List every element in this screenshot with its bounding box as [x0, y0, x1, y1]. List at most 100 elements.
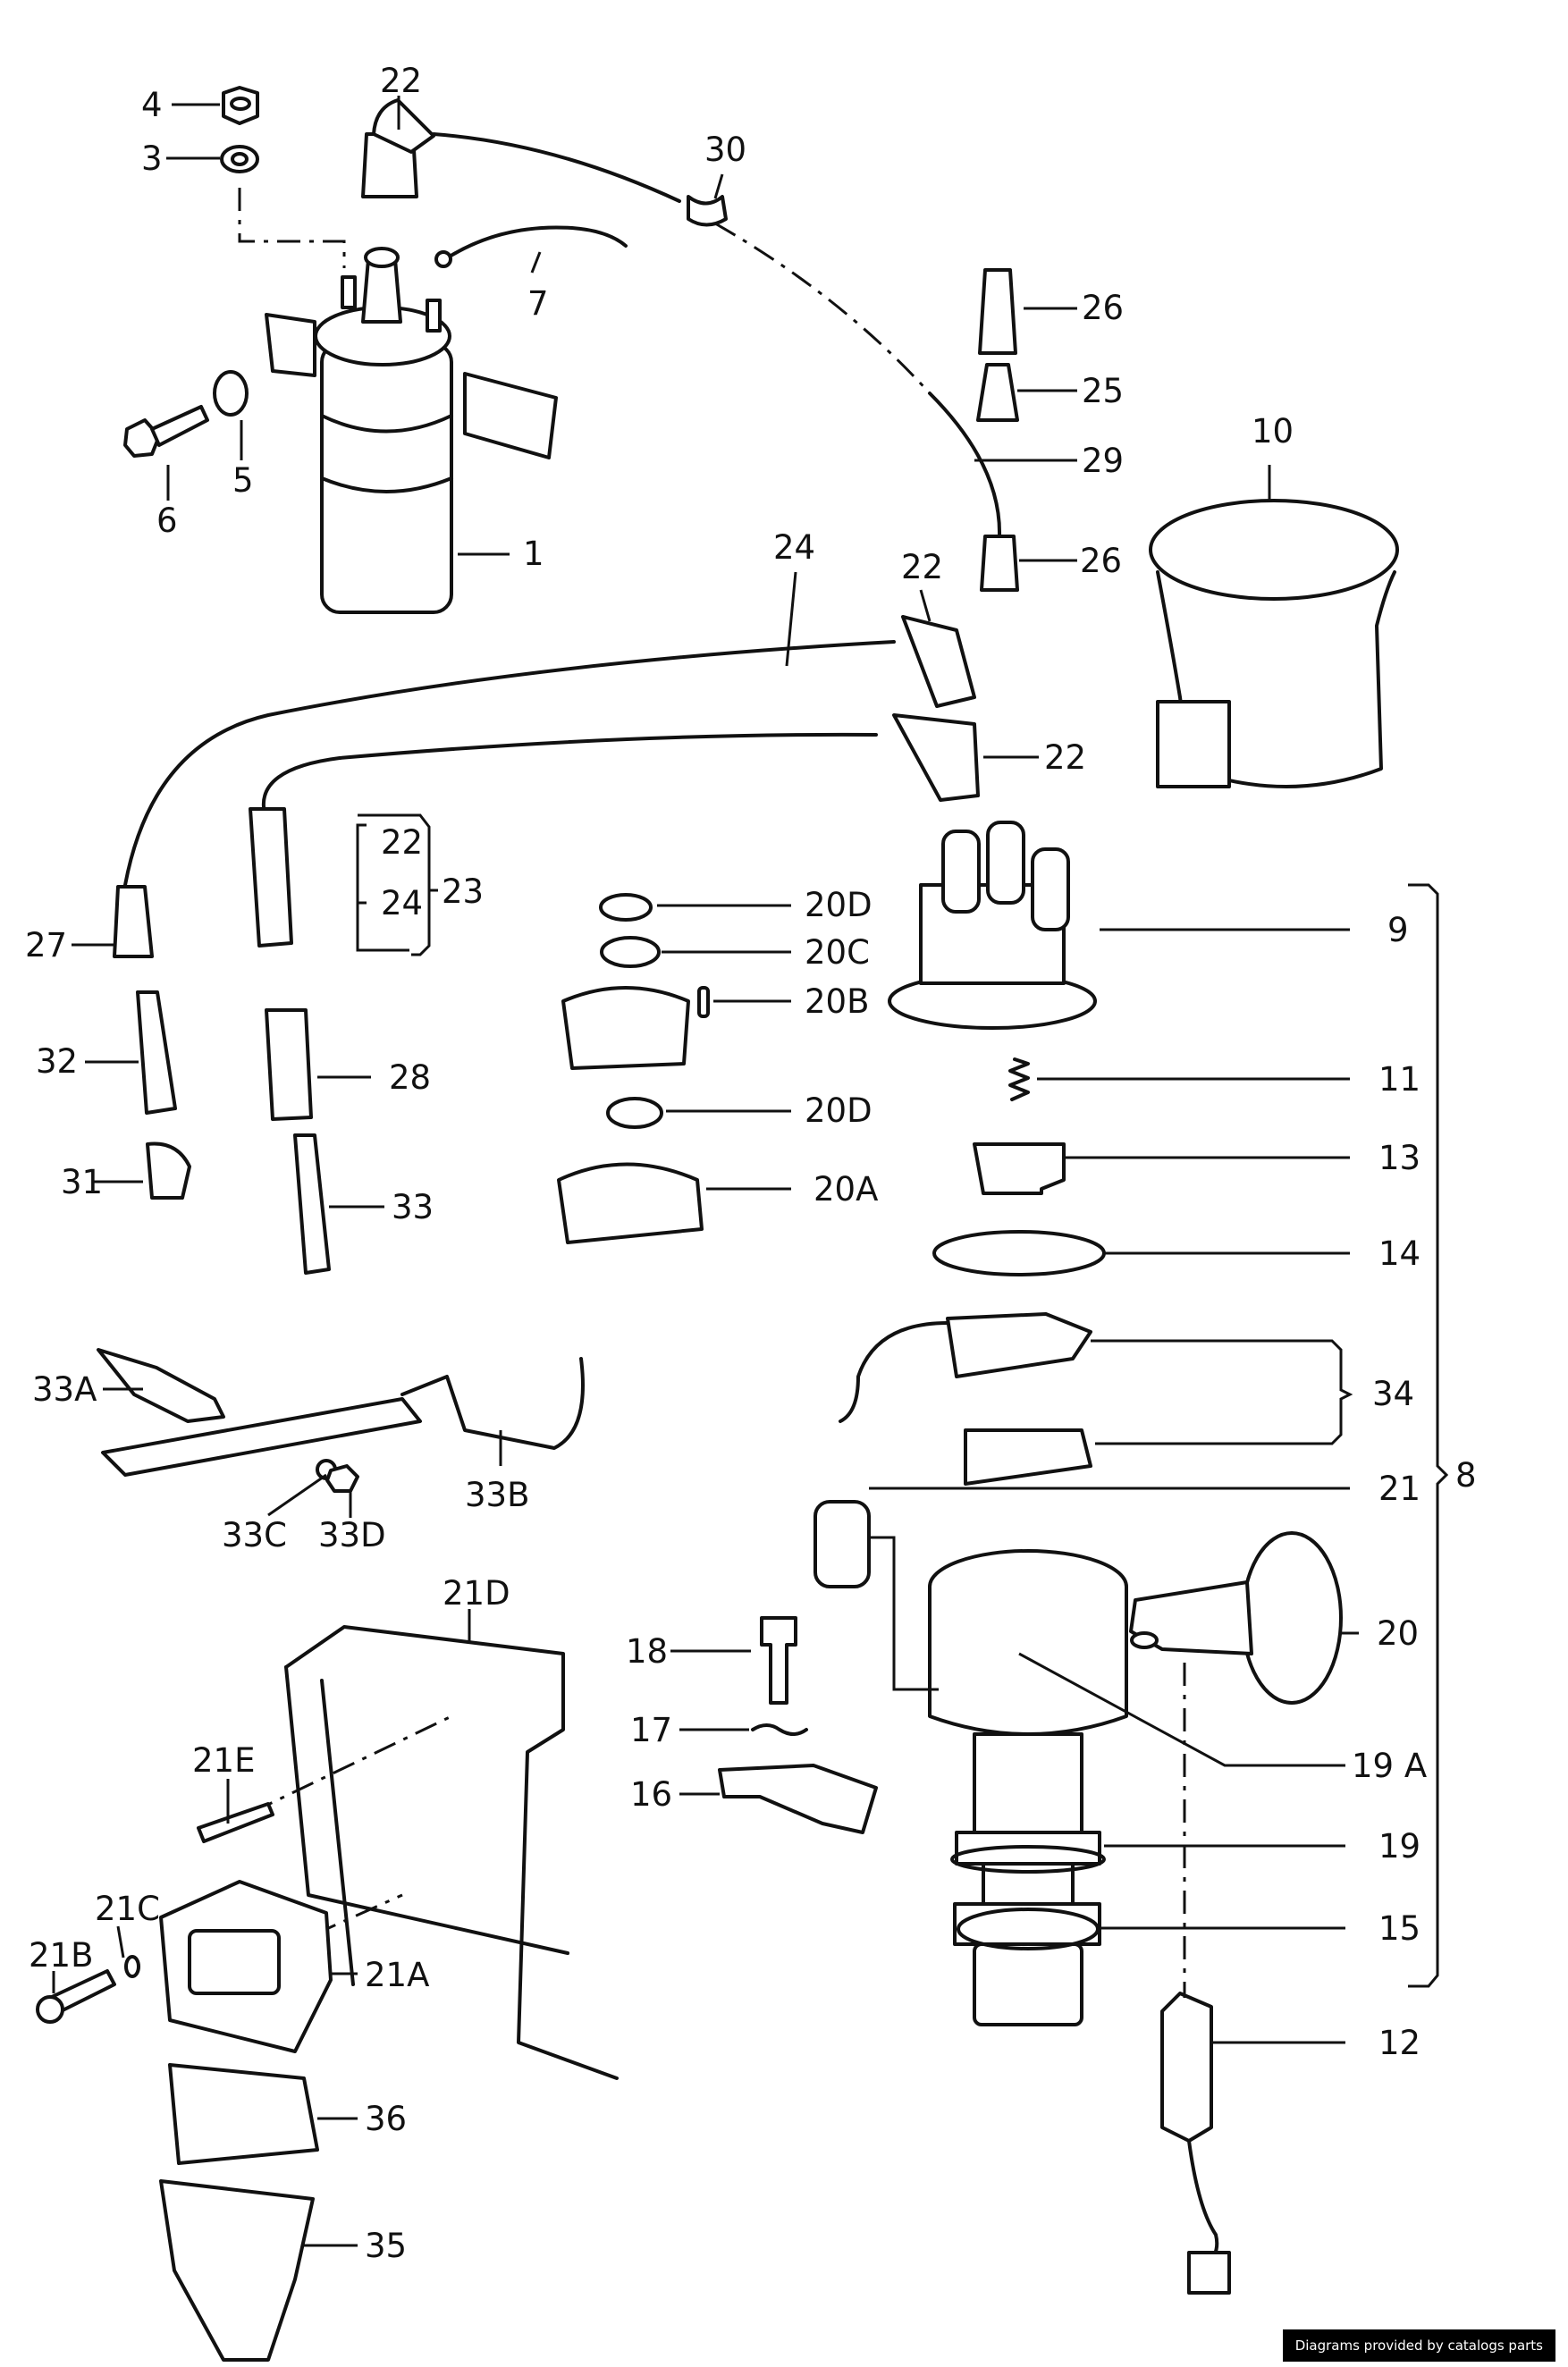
distributor-shield-part — [1149, 499, 1399, 788]
label-24-top: 24 — [773, 528, 815, 567]
hall-sender-wire — [1187, 2139, 1219, 2268]
label-13: 13 — [1378, 1139, 1420, 1177]
label-23: 23 — [442, 872, 484, 911]
circlip-part-lower — [606, 1097, 663, 1129]
spring-washer-part — [220, 145, 259, 173]
vacuum-unit-part — [1129, 1531, 1343, 1705]
bracket-part — [101, 1397, 422, 1477]
hall-sender-part — [1160, 1992, 1213, 2143]
contact-wire-part — [839, 1321, 949, 1423]
label-33b: 33B — [465, 1476, 529, 1514]
label-30: 30 — [704, 131, 746, 169]
label-20a: 20A — [814, 1170, 878, 1209]
hall-sender-plug — [1187, 2251, 1231, 2295]
label-21c: 21C — [95, 1890, 160, 1928]
spark-plug-part — [293, 1133, 331, 1275]
nut-part — [222, 86, 259, 125]
bolt-part — [123, 405, 209, 458]
label-20: 20 — [1377, 1614, 1419, 1653]
label-34: 34 — [1372, 1375, 1414, 1413]
label-9: 9 — [1387, 911, 1409, 949]
condenser-bracket-part — [964, 1428, 1092, 1486]
connector-sleeve-part — [976, 363, 1019, 422]
label-21: 21 — [1378, 1470, 1420, 1508]
label-10: 10 — [1252, 412, 1294, 451]
label-32: 32 — [36, 1042, 78, 1081]
label-25: 25 — [1082, 372, 1124, 410]
seal-ring-part — [950, 1845, 1106, 1874]
spring-part — [1008, 1057, 1030, 1101]
coil-ht-lead-part — [361, 98, 1019, 592]
label-17: 17 — [630, 1711, 672, 1749]
washer-part-20c — [600, 936, 661, 968]
label-20d-upper: 20D — [805, 886, 873, 924]
suppression-cap-part — [146, 1141, 191, 1200]
label-31: 31 — [61, 1163, 103, 1201]
label-33: 33 — [392, 1188, 434, 1226]
label-27: 27 — [25, 926, 67, 964]
label-5: 5 — [232, 461, 254, 500]
label-6: 6 — [156, 501, 178, 540]
label-24-bracket: 24 — [381, 884, 423, 922]
label-21d: 21D — [443, 1574, 510, 1613]
label-20b: 20B — [805, 982, 869, 1021]
label-21e: 21E — [192, 1741, 255, 1780]
label-21b: 21B — [29, 1936, 93, 1975]
label-7: 7 — [527, 284, 549, 323]
clip-part — [687, 195, 728, 227]
washer-part-21c — [124, 1955, 140, 1978]
label-3: 3 — [141, 139, 163, 178]
label-19a: 19 A — [1352, 1747, 1427, 1785]
label-22-top: 22 — [380, 62, 422, 100]
label-19: 19 — [1378, 1827, 1420, 1866]
label-22-bracket: 22 — [381, 823, 423, 862]
label-8: 8 — [1455, 1456, 1477, 1495]
label-29: 29 — [1082, 442, 1124, 480]
dust-shield-part — [932, 1230, 1106, 1276]
plug-connector-part — [136, 990, 177, 1115]
distributor-body-part — [928, 1549, 1128, 2026]
label-20d-lower: 20D — [805, 1091, 873, 1130]
label-18: 18 — [626, 1632, 668, 1671]
distributor-cap-part — [888, 821, 1097, 1030]
callout-labels: 4 3 22 30 7 26 25 29 10 6 5 1 24 26 22 2… — [25, 62, 1477, 2265]
pin-part — [697, 986, 710, 1018]
control-unit-bracket-part — [284, 1625, 619, 2080]
label-26-bottom: 26 — [1080, 542, 1122, 580]
cover-part — [159, 2179, 315, 2362]
screw-part-21e — [197, 1802, 274, 1843]
clamp-part — [718, 1764, 878, 1834]
bracket-strap-part — [400, 1357, 585, 1450]
leader-lines — [52, 96, 1449, 2247]
label-12: 12 — [1378, 2024, 1420, 2062]
label-26-top: 26 — [1082, 289, 1124, 327]
label-33c: 33C — [222, 1516, 287, 1554]
label-33a: 33A — [32, 1370, 97, 1409]
circlip-part-upper — [599, 893, 653, 922]
ground-wire-part — [443, 225, 628, 261]
assembly-line-3-4 — [238, 188, 346, 268]
label-1: 1 — [523, 535, 544, 573]
suppressor-cap-part — [978, 268, 1017, 355]
label-4: 4 — [141, 86, 163, 124]
drive-gear-part — [957, 1908, 1100, 1950]
label-15: 15 — [1378, 1909, 1420, 1948]
rotor-part — [973, 1142, 1066, 1195]
label-35: 35 — [365, 2227, 407, 2265]
label-28: 28 — [389, 1058, 431, 1097]
label-36: 36 — [365, 2100, 407, 2138]
spring-washer-part-17 — [751, 1723, 808, 1736]
label-33d: 33D — [318, 1516, 386, 1554]
plug-cap-part — [265, 1008, 313, 1121]
label-14: 14 — [1378, 1234, 1420, 1273]
ignition-coil-part — [265, 247, 558, 614]
label-21a: 21A — [365, 1956, 429, 1994]
label-11: 11 — [1378, 1060, 1420, 1099]
nut-part-33d — [325, 1464, 359, 1493]
label-22-mid: 22 — [901, 548, 943, 586]
label-20c: 20C — [805, 933, 870, 972]
breaker-plate-part — [557, 1162, 704, 1244]
sensor-part — [97, 1348, 225, 1423]
washer-part — [213, 370, 249, 417]
